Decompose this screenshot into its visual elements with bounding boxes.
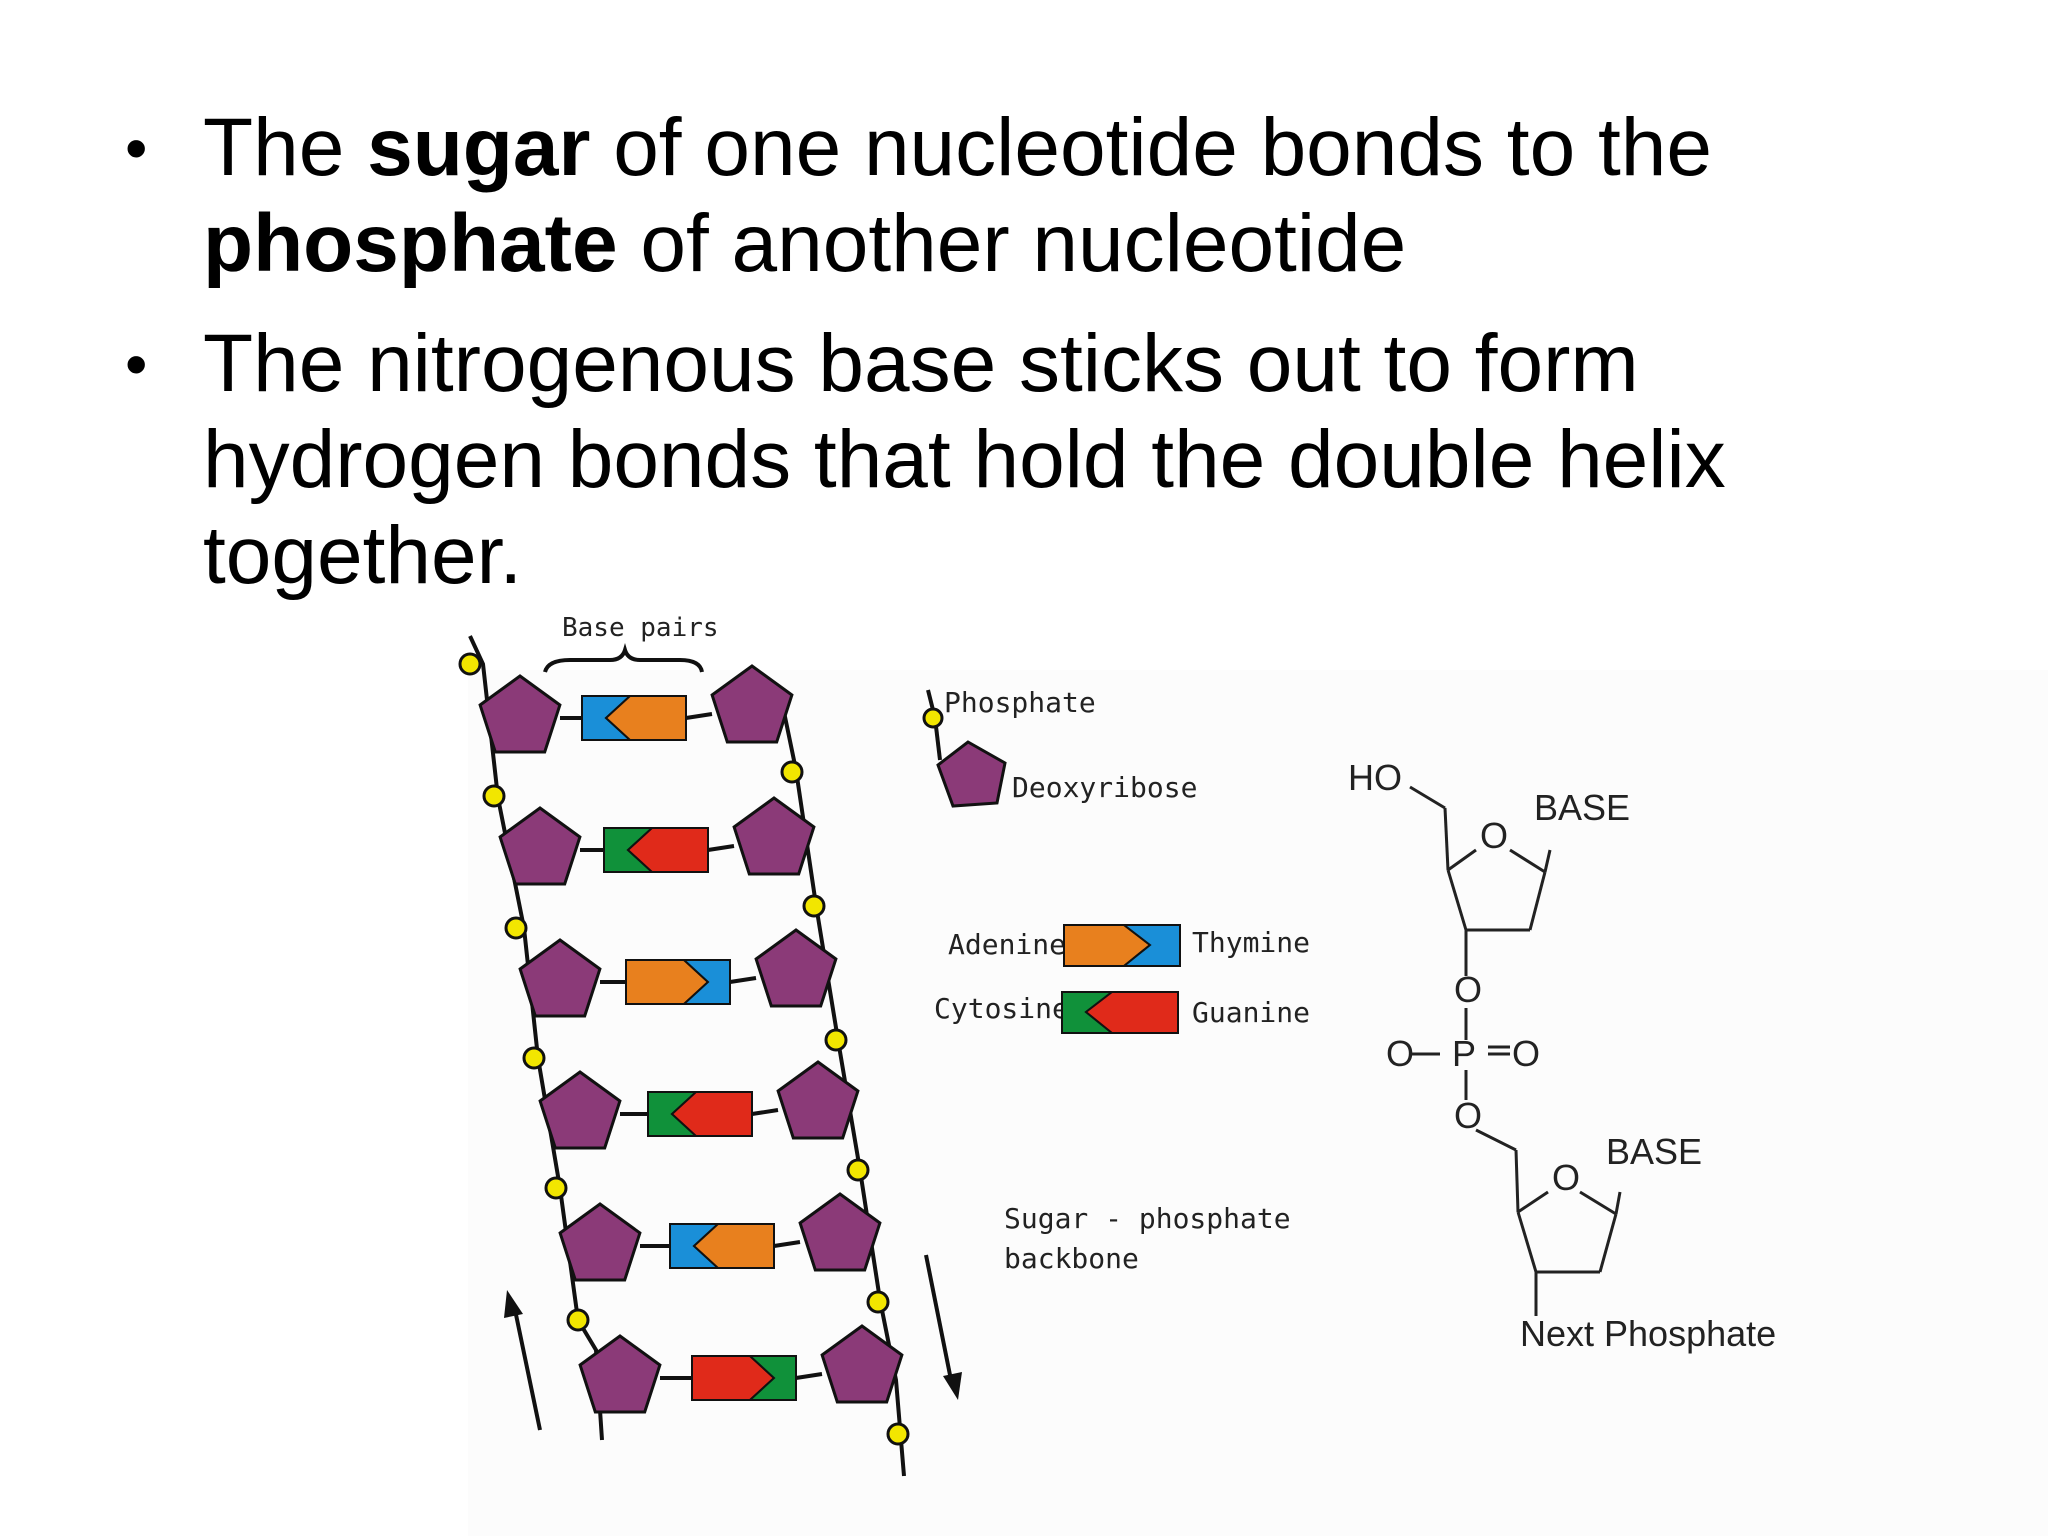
right-sugar	[754, 928, 838, 1008]
phosphate-oxygen-bottom: O	[1454, 1095, 1482, 1136]
right-phosphate	[802, 894, 826, 918]
phosphorus-label: P	[1452, 1033, 1476, 1074]
left-phosphate	[522, 1046, 546, 1070]
base-pairs-label: Base pairs	[562, 613, 719, 643]
left-sugar	[478, 674, 562, 754]
left-phosphate	[544, 1176, 568, 1200]
bullet-text: The nitrogenous base sticks out to form …	[203, 318, 1726, 601]
base-pairs-brace	[543, 643, 704, 673]
bullet-bold-term-phosphate: phosphate	[203, 198, 618, 289]
bullet-text: The	[203, 102, 368, 193]
bullet-dot: •	[125, 112, 148, 184]
base-label-bottom: BASE	[1606, 1131, 1702, 1172]
ring-oxygen-label: O	[1480, 815, 1508, 856]
down-arrow	[924, 1254, 962, 1400]
sugar-base-bond	[751, 1108, 779, 1116]
right-sugar	[710, 664, 794, 744]
sugar-base-bond	[729, 976, 757, 984]
bullet-dot: •	[125, 328, 148, 400]
dna-ladder	[458, 635, 910, 1477]
right-phosphate	[846, 1158, 870, 1182]
right-phosphate	[780, 760, 804, 784]
base-right	[670, 1091, 753, 1137]
left-sugar	[498, 806, 582, 886]
legend-guanine-label: Guanine	[1192, 996, 1310, 1029]
left-sugar	[578, 1334, 662, 1414]
ring-oxygen-label-2: O	[1552, 1157, 1580, 1198]
left-phosphate	[566, 1308, 590, 1332]
legend-phosphate-marker	[922, 707, 944, 729]
right-sugar	[820, 1324, 904, 1404]
phosphate-oxygen-top: O	[1454, 969, 1482, 1010]
left-sugar	[518, 938, 602, 1018]
left-sugar	[558, 1202, 642, 1282]
bullet-bold-term-sugar: sugar	[367, 102, 591, 193]
right-phosphate	[866, 1290, 890, 1314]
next-phosphate-label: Next Phosphate	[1520, 1313, 1776, 1354]
sugar-base-bond	[795, 1372, 823, 1380]
backbone-label-line2: backbone	[1004, 1242, 1139, 1275]
bullet-text: of another nucleotide	[617, 198, 1407, 289]
legend-adenine-label: Adenine	[948, 928, 1066, 961]
base-right	[747, 1355, 797, 1401]
base-right	[681, 959, 731, 1005]
right-phosphate	[824, 1028, 848, 1052]
bullet-item: • The sugar of one nucleotide bonds to t…	[125, 100, 1925, 292]
backbone-label-line1: Sugar - phosphate	[1004, 1202, 1291, 1235]
legend-guanine-marker	[1084, 991, 1179, 1034]
bullet-item: • The nitrogenous base sticks out to for…	[125, 316, 1925, 604]
left-phosphate	[458, 652, 482, 676]
left-phosphate	[504, 916, 528, 940]
bullet-text: of one nucleotide bonds to the	[590, 102, 1712, 193]
chemical-structure	[1409, 785, 1622, 1316]
legend-cytosine-label: Cytosine	[934, 992, 1069, 1025]
base-right	[626, 827, 709, 873]
bullet-list: • The sugar of one nucleotide bonds to t…	[125, 100, 1925, 624]
sugar-base-bond	[707, 844, 735, 852]
legend-deoxyribose-label: Deoxyribose	[1012, 771, 1197, 804]
right-sugar	[776, 1060, 860, 1140]
right-phosphate	[886, 1422, 910, 1446]
hydroxyl-label: HO	[1348, 757, 1402, 798]
right-sugar	[732, 796, 816, 876]
up-arrow	[504, 1290, 542, 1431]
phosphate-oxygen-right: O	[1512, 1033, 1540, 1074]
base-label-top: BASE	[1534, 787, 1630, 828]
legend-thymine-marker	[1121, 924, 1181, 967]
base-right	[692, 1223, 775, 1269]
legend-phosphate-label: Phosphate	[944, 686, 1096, 719]
sugar-base-bond	[773, 1240, 801, 1248]
right-sugar	[798, 1192, 882, 1272]
phosphate-oxygen-left: O	[1386, 1033, 1414, 1074]
sugar-base-bond	[685, 712, 713, 720]
left-sugar	[538, 1070, 622, 1150]
left-phosphate	[482, 784, 506, 808]
legend: Phosphate Deoxyribose Adenine Thymine Cy…	[922, 686, 1310, 1034]
legend-deoxyribose-marker	[936, 740, 1007, 808]
legend-thymine-label: Thymine	[1192, 926, 1310, 959]
base-right	[604, 695, 687, 741]
